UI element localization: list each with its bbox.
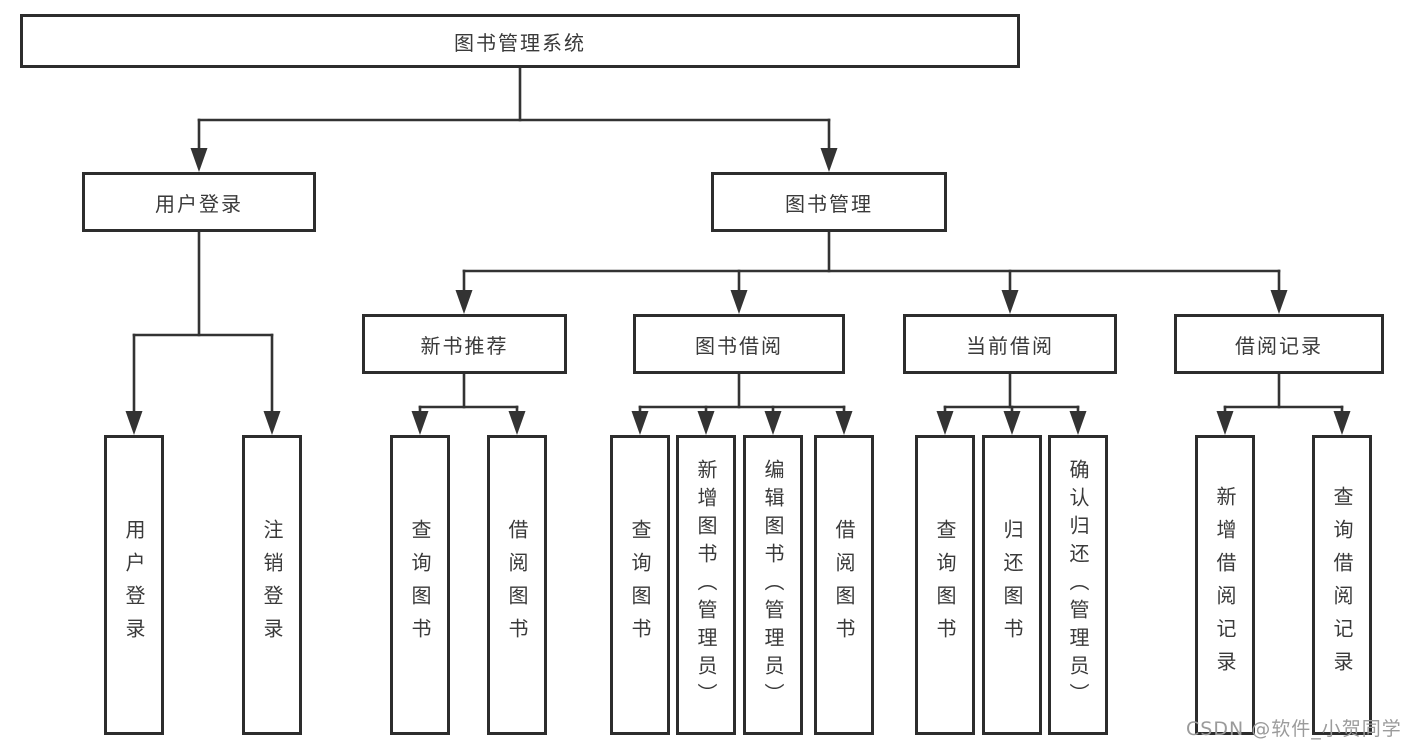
- leaf-label: 新增借阅记录: [1213, 486, 1237, 684]
- leaf-label: 注销登录: [260, 519, 284, 651]
- leaf-label: 查询图书: [933, 519, 957, 651]
- leaf-return-book: 归还图书: [982, 435, 1042, 735]
- leaf-label: 查询图书: [408, 519, 432, 651]
- leaf-label: 借阅图书: [505, 519, 529, 651]
- leaf-query-borrow-record: 查询借阅记录: [1312, 435, 1372, 735]
- leaf-add-book-admin: 新增图书（管理员）: [676, 435, 736, 735]
- node-book-borrowing: 图书借阅: [633, 314, 845, 374]
- leaf-label: 确认归还（管理员）: [1066, 459, 1090, 711]
- leaf-label: 用户登录: [122, 519, 146, 651]
- leaf-confirm-return-admin: 确认归还（管理员）: [1048, 435, 1108, 735]
- leaf-user-login: 用户登录: [104, 435, 164, 735]
- leaf-label: 查询借阅记录: [1330, 486, 1354, 684]
- leaf-edit-book-admin: 编辑图书（管理员）: [743, 435, 803, 735]
- node-book-management: 图书管理: [711, 172, 947, 232]
- leaf-query-books-borrowing: 查询图书: [610, 435, 670, 735]
- node-current-borrowing: 当前借阅: [903, 314, 1117, 374]
- node-new-book-recommend: 新书推荐: [362, 314, 567, 374]
- leaf-label: 新增图书（管理员）: [694, 459, 718, 711]
- leaf-label: 借阅图书: [832, 519, 856, 651]
- leaf-query-books-current: 查询图书: [915, 435, 975, 735]
- leaf-label: 编辑图书（管理员）: [761, 459, 785, 711]
- leaf-logout: 注销登录: [242, 435, 302, 735]
- leaf-label: 查询图书: [628, 519, 652, 651]
- leaf-borrow-books: 借阅图书: [814, 435, 874, 735]
- leaf-query-books-recommend: 查询图书: [390, 435, 450, 735]
- leaf-label: 归还图书: [1000, 519, 1024, 651]
- leaf-add-borrow-record: 新增借阅记录: [1195, 435, 1255, 735]
- node-user-login: 用户登录: [82, 172, 316, 232]
- node-borrowing-records: 借阅记录: [1174, 314, 1384, 374]
- leaf-borrow-books-recommend: 借阅图书: [487, 435, 547, 735]
- node-library-management-system: 图书管理系统: [20, 14, 1020, 68]
- watermark: CSDN @软件_小贺同学: [1186, 718, 1402, 740]
